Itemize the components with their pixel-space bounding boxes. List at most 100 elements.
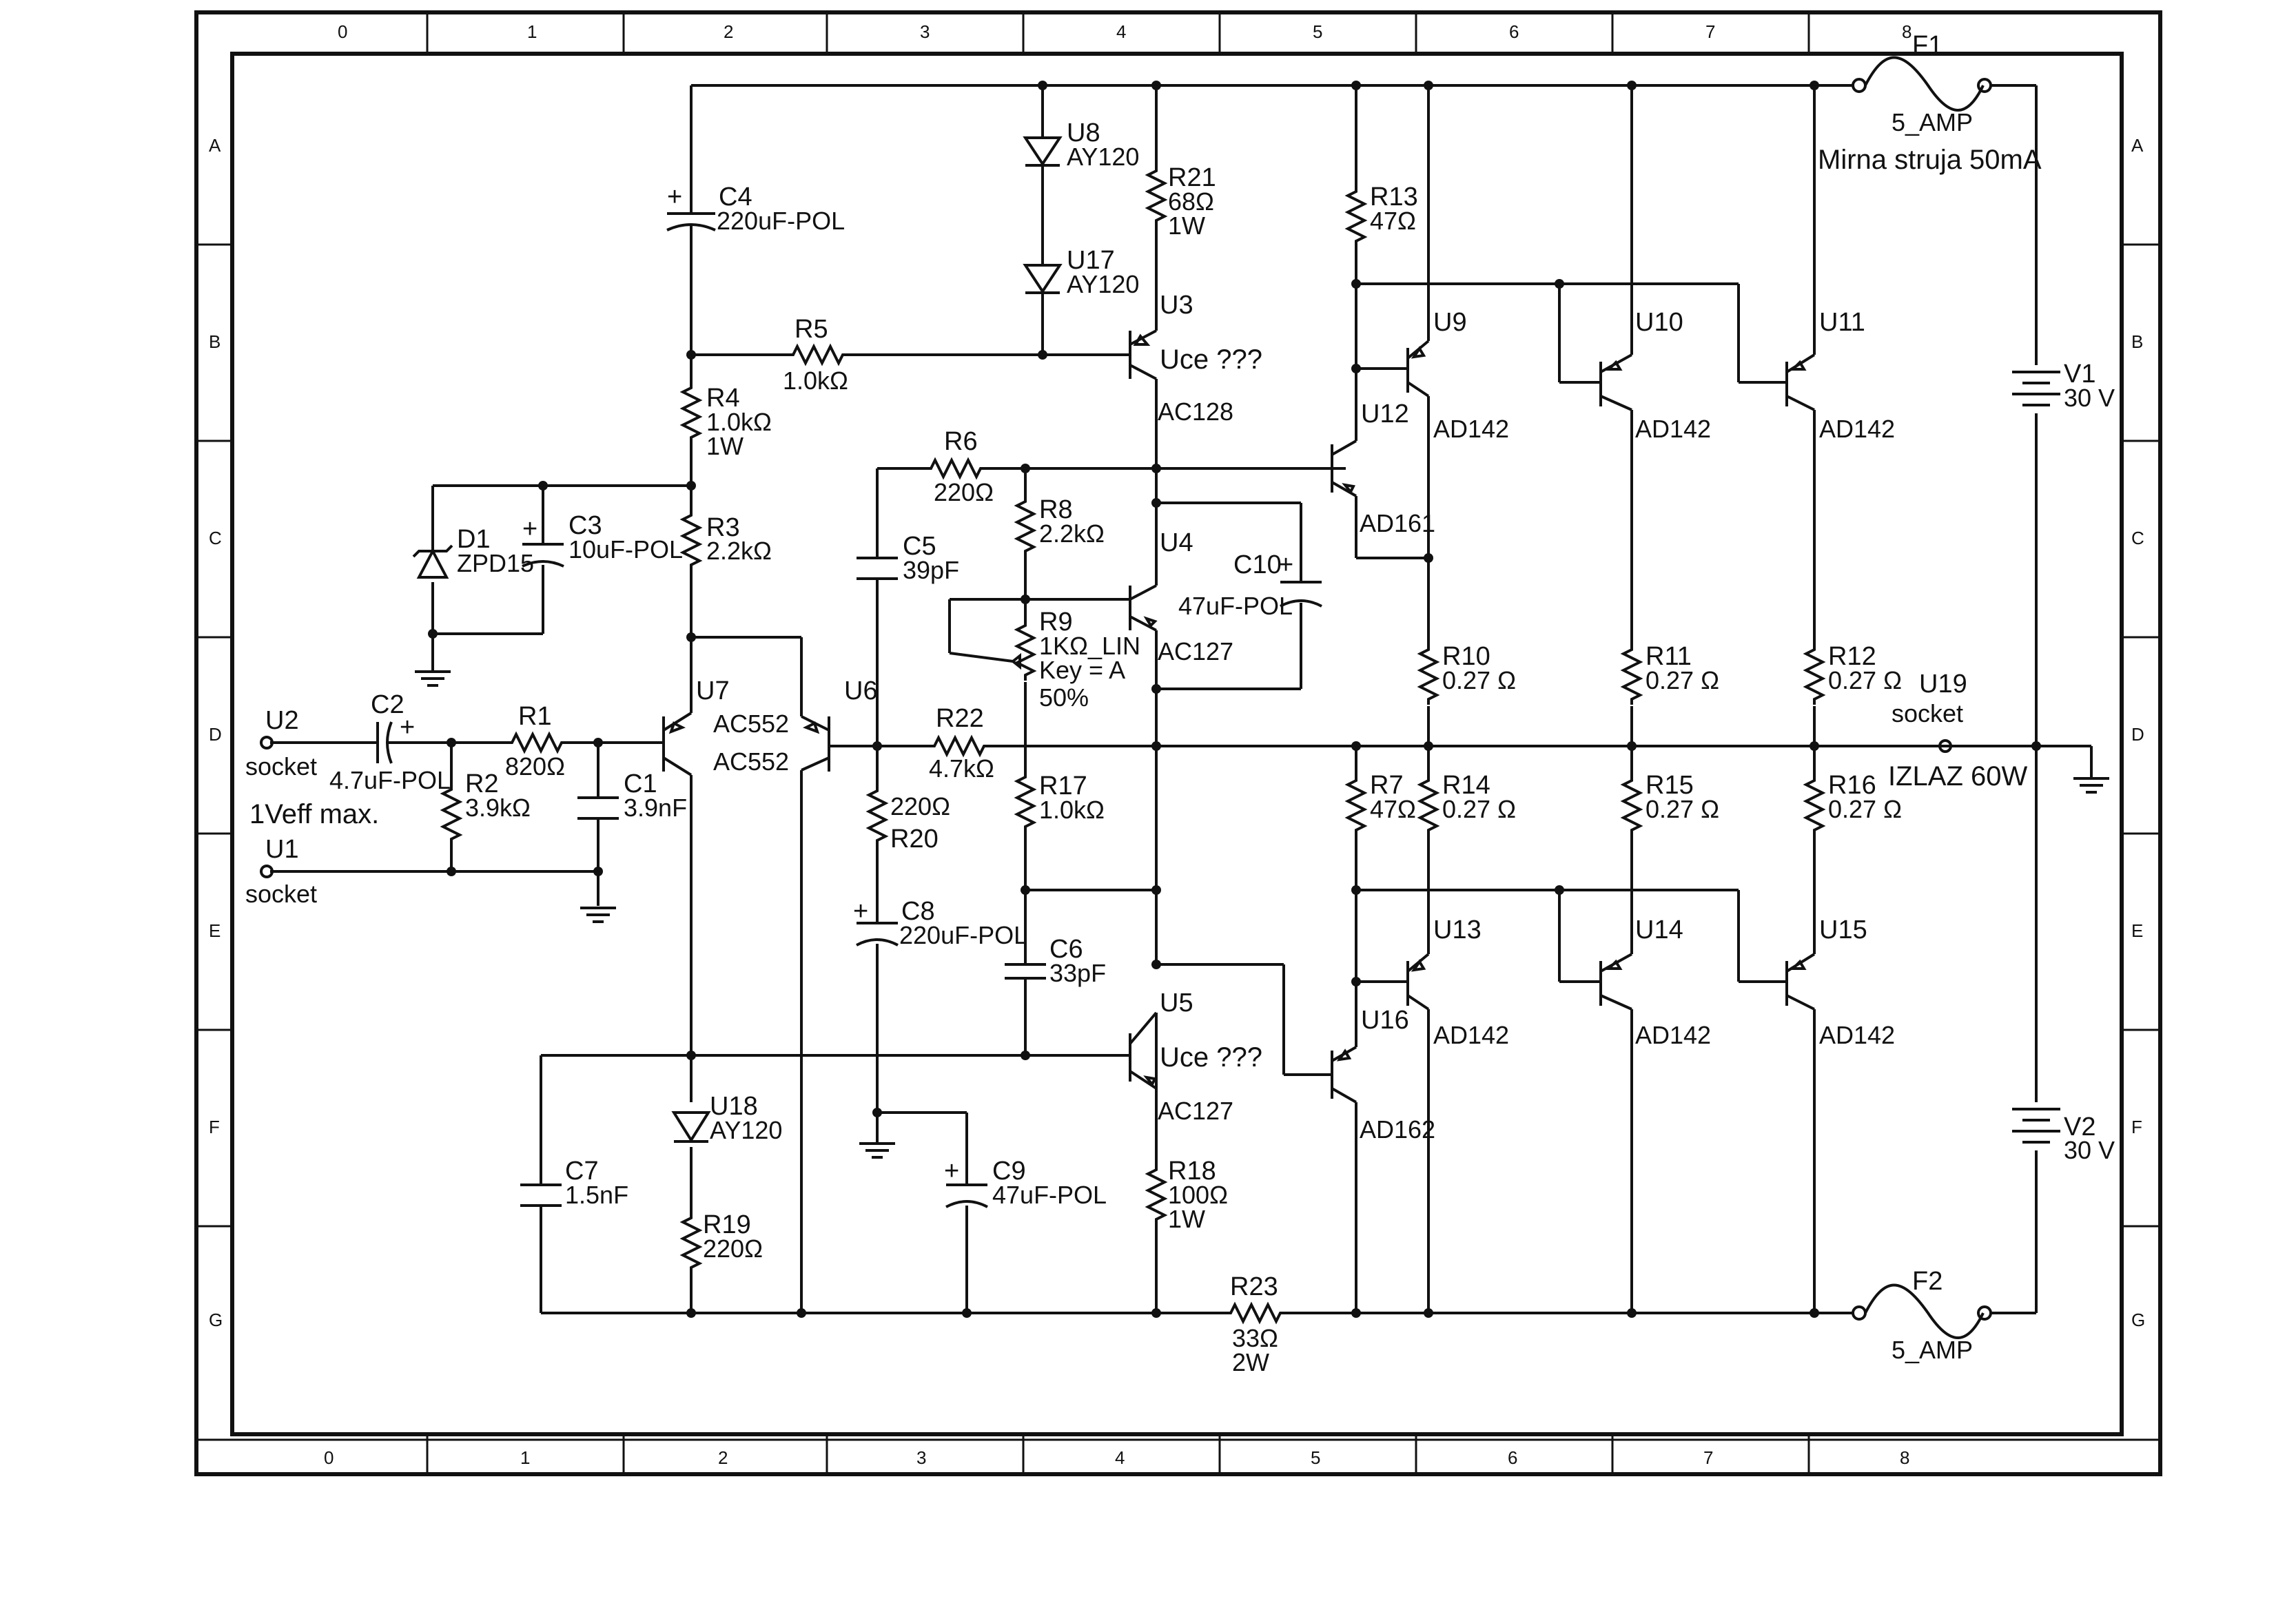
r8-value: 2.2kΩ [1039,519,1105,548]
grid-col-top: 6 [1509,21,1519,42]
grid-col-top: 7 [1705,21,1715,42]
component-labels: U2 socket U1 socket 1Veff max. C2 4.7uF-… [245,31,2115,1376]
u12-value: AD161 [1360,509,1435,537]
r4-value: 1.0kΩ [706,408,772,436]
c9-plus-mark: + [944,1157,959,1186]
u10-value: AD142 [1635,415,1711,443]
grid-row-right: A [2131,135,2144,156]
u2-value: socket [245,752,317,781]
r20-value: 220Ω [890,792,950,820]
c9-value: 47uF-POL [992,1181,1107,1209]
r15-value: 0.27 Ω [1646,795,1719,823]
r8-ref: R8 [1039,495,1073,524]
u15-value: AD142 [1819,1021,1895,1049]
wires [270,84,2093,1314]
v2-ref: V2 [2064,1113,2095,1141]
output-note: IZLAZ 60W [1888,761,2028,792]
grid-row-right: F [2131,1117,2142,1137]
grid-col-top: 4 [1116,21,1126,42]
u9-value: AD142 [1433,415,1509,443]
u12-ref: U12 [1361,400,1409,428]
grid-col-top: 0 [338,21,347,42]
u3-note: Uce ??? [1160,344,1262,375]
input-note: 1Veff max. [249,799,379,829]
r1-value: 820Ω [505,752,565,781]
r3-value: 2.2kΩ [706,537,772,565]
grid-col-top: 1 [527,21,537,42]
c8-value: 220uF-POL [899,921,1027,949]
u6-value: AC552 [713,747,789,776]
r12-value: 0.27 Ω [1828,666,1902,694]
r23-ref: R23 [1230,1272,1278,1301]
c2-plus-mark: + [400,713,415,742]
grid-row-left: E [209,920,221,941]
r17-value: 1.0kΩ [1039,796,1105,824]
grid-col-bottom: 2 [718,1447,728,1468]
c2-ref: C2 [371,690,404,719]
grid-col-bottom: 0 [324,1447,334,1468]
r9-ref: R9 [1039,608,1073,637]
r22-ref: R22 [936,704,984,733]
r23-value: 33Ω [1232,1324,1278,1352]
u7-ref: U7 [696,676,730,705]
r2-ref: R2 [465,769,499,798]
d1-ref: D1 [457,525,491,554]
c3-plus-mark: + [522,515,537,544]
r1-ref: R1 [518,702,552,731]
grid-col-top: 8 [1902,21,1911,42]
grid-col-bottom: 1 [520,1447,530,1468]
grid-col-bottom: 8 [1900,1447,1909,1468]
grid-col-top: 5 [1313,21,1322,42]
u10-ref: U10 [1635,308,1683,337]
r6-ref: R6 [944,427,978,456]
d1-value: ZPD15 [457,549,534,577]
r3-ref: R3 [706,513,740,542]
r18-power: 1W [1168,1205,1205,1233]
r4-power: 1W [706,432,744,460]
grid-col-bottom: 3 [916,1447,926,1468]
u18-value: AY120 [710,1116,782,1144]
u2-ref: U2 [265,706,299,735]
u13-ref: U13 [1433,916,1482,944]
u15-ref: U15 [1819,916,1867,944]
r10-value: 0.27 Ω [1442,666,1516,694]
u13-value: AD142 [1433,1021,1509,1049]
grid-col-top: 3 [920,21,930,42]
polarity-marks: + + + + + + [400,183,1293,1186]
grid-row-right: D [2131,724,2144,745]
c3-value: 10uF-POL [568,535,683,564]
r11-value: 0.27 Ω [1646,666,1719,694]
r10-ref: R10 [1442,642,1490,671]
r6-value: 220Ω [934,478,994,506]
f2-ref: F2 [1912,1267,1943,1296]
c6-value: 33pF [1049,959,1106,987]
u14-ref: U14 [1635,916,1683,944]
u11-value: AD142 [1819,415,1895,443]
r19-value: 220Ω [703,1234,763,1263]
grid-row-left: F [209,1117,220,1137]
r17-ref: R17 [1039,772,1087,800]
c1-value: 3.9nF [624,794,687,822]
r23-power: 2W [1232,1348,1269,1376]
r13-ref: R13 [1370,183,1418,211]
u16-ref: U16 [1361,1006,1409,1035]
c1-ref: C1 [624,769,657,798]
grid-col-bottom: 4 [1115,1447,1125,1468]
c7-value: 1.5nF [565,1181,628,1209]
r20-ref: R20 [890,825,939,854]
r18-ref: R18 [1168,1157,1216,1186]
u3-ref: U3 [1160,291,1193,320]
r21-power: 1W [1168,211,1205,240]
u9-ref: U9 [1433,308,1467,337]
c10-ref: C10 [1233,550,1282,579]
r12-ref: R12 [1828,642,1876,671]
r9-percent: 50% [1039,683,1089,712]
f1-ref: F1 [1912,31,1943,60]
u4-value: AC127 [1158,637,1233,665]
c6-ref: C6 [1049,935,1083,964]
grid-row-left: A [209,135,221,156]
r19-ref: R19 [703,1210,751,1239]
u3-value: AC128 [1158,397,1233,426]
r22-value: 4.7kΩ [929,754,994,783]
